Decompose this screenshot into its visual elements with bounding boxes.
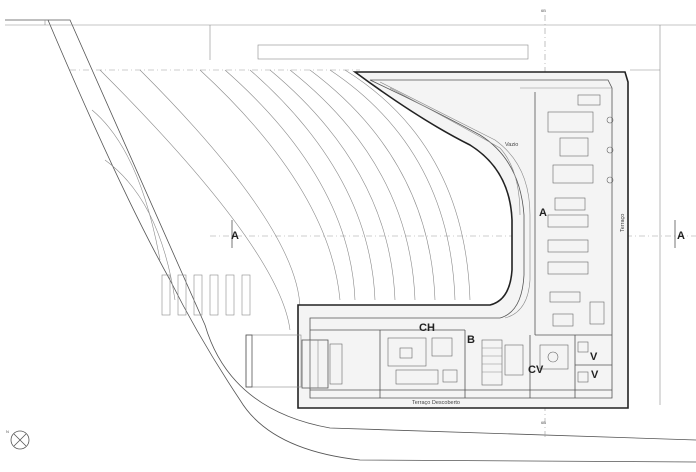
section-a-left-label: A [231, 230, 239, 242]
section-a-right-label: A [677, 230, 685, 242]
room-ch-label: CH [419, 322, 435, 334]
building-outline [297, 71, 629, 409]
ramp-lines [70, 69, 471, 331]
terraco-descoberto-label: Terraço Descoberto [412, 400, 460, 406]
room-v-top-label: V [590, 351, 598, 363]
room-b-label: B [467, 334, 475, 346]
section-b-bottom-label: 6B [541, 420, 546, 425]
room-a-label: A [539, 207, 547, 219]
site-boundary [5, 19, 696, 463]
north-arrow-icon [10, 430, 30, 450]
north-label: N [6, 429, 9, 434]
section-b-top-label: 6B [541, 8, 546, 13]
room-v-bottom-label: V [591, 369, 599, 381]
terraco-label: Terraço [620, 214, 626, 232]
crosswalk [161, 274, 251, 316]
entrance-bridge [245, 334, 343, 389]
vazio-label: Vazio [505, 142, 518, 148]
office-furniture [387, 94, 614, 386]
room-cv-label: CV [528, 364, 544, 376]
